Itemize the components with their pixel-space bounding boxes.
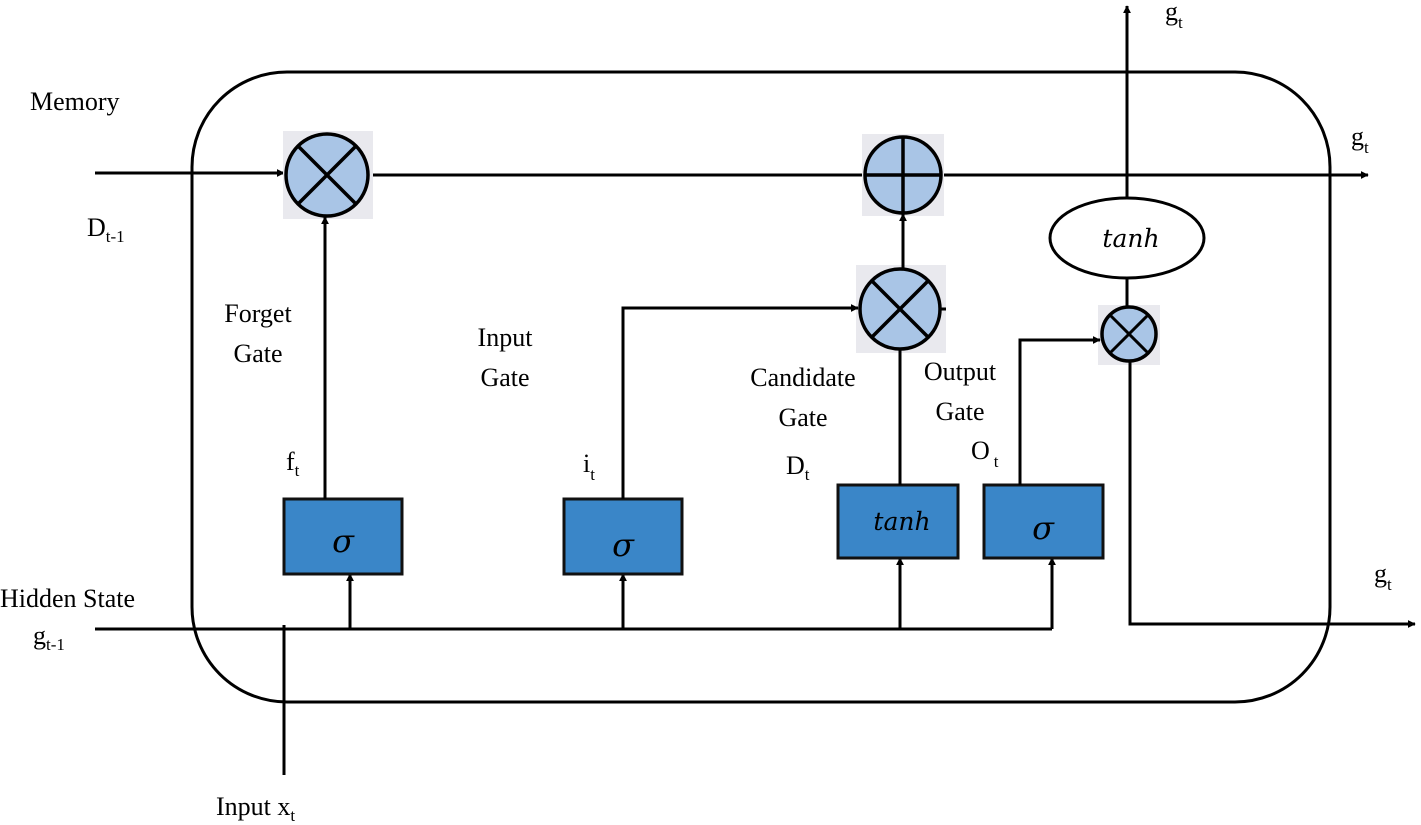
output-gate-box (982, 483, 1105, 560)
forget-gate-symbol: σ (332, 522, 355, 560)
input-gate-label-2: Gate (480, 363, 529, 392)
input-gate-label-1: Input (478, 323, 534, 352)
cell-boundary (190, 70, 1332, 704)
candidate-gate-box (836, 483, 960, 560)
output-multiply-operator (1100, 305, 1158, 363)
forget-gate-label-2: Gate (233, 339, 282, 368)
forget-gate-box (282, 497, 404, 576)
memory-input-label: Dt-1 (87, 213, 125, 246)
output-gate-label-2: Gate (935, 397, 984, 426)
d-t-label: Dt (786, 451, 810, 484)
cell-output-label: gt (1351, 122, 1369, 157)
hidden-state-label: Hidden State (0, 584, 135, 613)
output-gate-arrow (1018, 336, 1101, 485)
hidden-output-arrow (1128, 361, 1416, 628)
candidate-gate-symbol: tanh (873, 507, 930, 536)
forget-gate-label-1: Forget (224, 299, 292, 328)
input-x-label: Input xt (216, 792, 295, 825)
input-output-arrow (621, 304, 859, 499)
top-output-label: gt (1165, 0, 1183, 32)
f-t-label: ft (286, 447, 300, 480)
input-multiply-operator (858, 267, 942, 351)
hidden-output-label: gt (1374, 559, 1392, 594)
output-gate-symbol: σ (1032, 509, 1055, 547)
candidate-gate-label-2: Gate (778, 403, 827, 432)
hidden-input-label: gt-1 (33, 621, 65, 654)
i-t-label: it (583, 449, 595, 484)
input-gate-symbol: σ (612, 526, 635, 564)
output-gate-label-1: Output (924, 357, 997, 386)
candidate-gate-label-1: Candidate (750, 363, 855, 392)
memory-label: Memory (30, 87, 120, 116)
cell-add-operator (863, 135, 943, 215)
cell-tanh-label: tanh (1102, 224, 1159, 253)
forget-multiply-operator (284, 132, 370, 218)
